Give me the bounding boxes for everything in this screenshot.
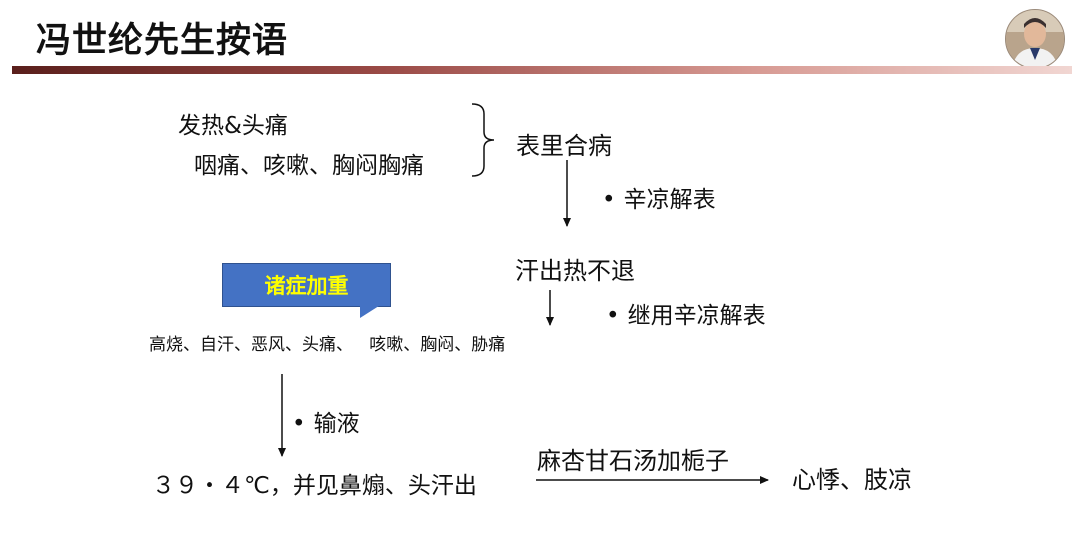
treatment-label-1: 辛凉解表: [602, 180, 716, 214]
stage-label-2: 汗出热不退: [515, 251, 635, 286]
stage-label-1: 表里合病: [516, 126, 612, 161]
treatment-label-3: 输液: [292, 404, 360, 438]
callout-box: 诸症加重: [222, 263, 391, 307]
result-label: 心悸、肢凉: [792, 460, 912, 495]
treatment-label-2: 继用辛凉解表: [606, 296, 766, 330]
symptoms-line-3: 高烧、自汗、恶风、头痛、 咳嗽、胸闷、胁痛: [149, 330, 505, 355]
callout-tail: [360, 304, 382, 318]
symptoms-line-2: 咽痛、咳嗽、胸闷胸痛: [194, 146, 424, 180]
grouping-brace: [472, 104, 494, 176]
symptoms-line-1: 发热&头痛: [178, 106, 288, 140]
formula-label: 麻杏甘石汤加栀子: [537, 441, 729, 476]
stage-label-4: ３９・４℃，并见鼻煽、头汗出: [152, 466, 477, 500]
